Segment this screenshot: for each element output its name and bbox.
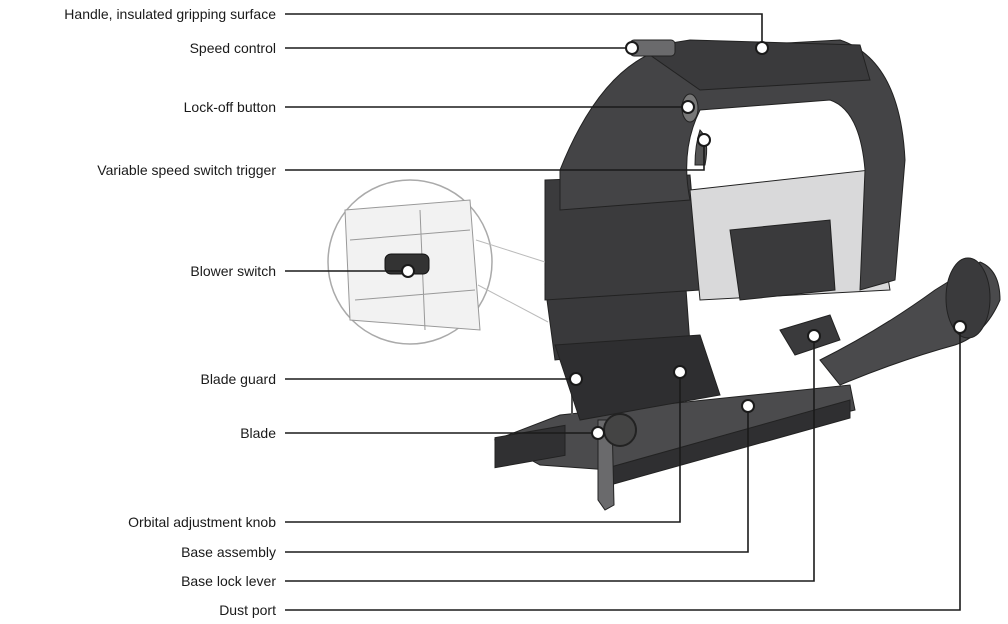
inset-leader	[475, 239, 549, 323]
callout-marker	[401, 264, 415, 278]
leader-line	[285, 372, 681, 523]
callout-marker	[741, 399, 755, 413]
gearbox-lower	[554, 334, 721, 421]
callout-label: Lock-off button	[183, 99, 276, 115]
callout-marker	[807, 329, 821, 343]
callout-marker	[755, 41, 769, 55]
callout-marker	[681, 100, 695, 114]
base-plate	[493, 384, 856, 471]
handle-top	[638, 39, 871, 91]
base-shoe	[494, 424, 566, 469]
callout-label: Speed control	[189, 40, 276, 56]
callout-label: Handle, insulated gripping surface	[64, 6, 276, 22]
callout-label: Dust port	[219, 602, 276, 618]
leader-line	[285, 13, 763, 48]
leader-line	[285, 336, 815, 582]
callout-label: Blade	[240, 425, 276, 441]
leader-line	[285, 140, 705, 171]
callout-marker	[569, 372, 583, 386]
callout-label: Base lock lever	[181, 573, 276, 589]
callout-marker	[697, 133, 711, 147]
callout-marker	[591, 426, 605, 440]
leader-line	[285, 327, 961, 611]
callout-label: Variable speed switch trigger	[97, 162, 276, 178]
callout-marker	[625, 41, 639, 55]
callout-marker	[953, 320, 967, 334]
callout-label: Blower switch	[190, 263, 276, 279]
leader-line	[285, 406, 749, 553]
callout-label: Blade guard	[200, 371, 276, 387]
callout-label: Orbital adjustment knob	[128, 514, 276, 530]
handle-loop	[559, 39, 906, 291]
callout-label: Base assembly	[181, 544, 276, 560]
dust-port-mouth	[945, 257, 991, 339]
callout-marker	[673, 365, 687, 379]
battery-panel	[729, 219, 836, 301]
